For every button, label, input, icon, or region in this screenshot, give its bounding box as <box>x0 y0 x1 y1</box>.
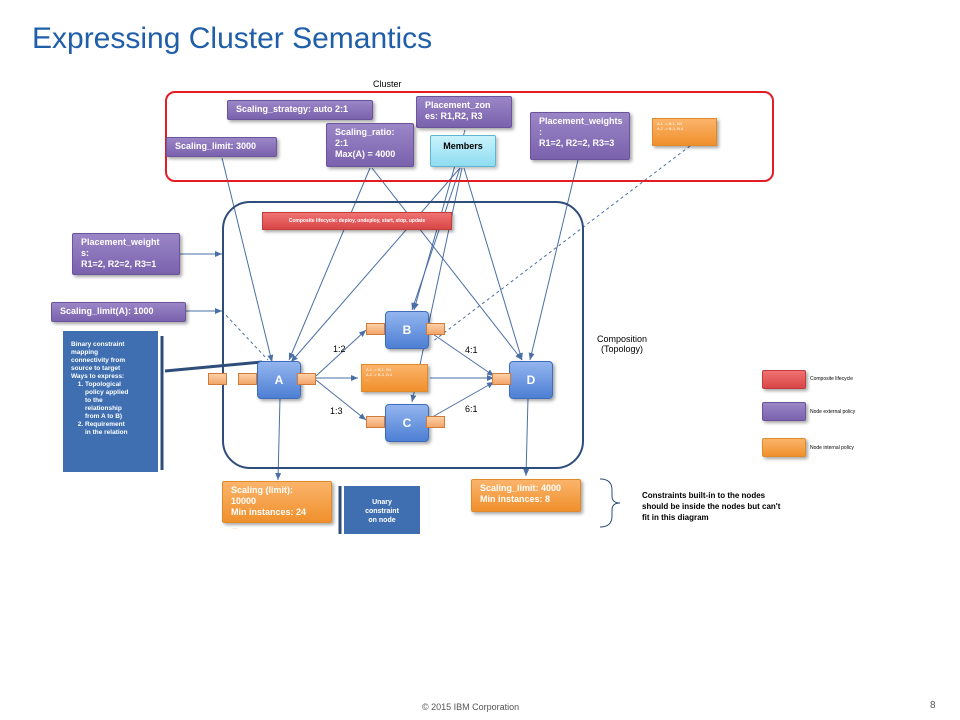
line-members-to-d <box>463 167 523 361</box>
node-c: C <box>385 404 429 442</box>
line-d-to-scaling <box>523 397 530 477</box>
footer-copyright: © 2015 IBM Corporation <box>422 702 520 712</box>
line-a-to-scaling <box>275 397 282 481</box>
unary-constraint-box: Unary constraint on node <box>344 486 420 534</box>
line-b-to-d <box>426 329 495 377</box>
composite-lifecycle-bar: Composite lifecycle: deploy, undeploy, s… <box>262 212 452 230</box>
node-a-port-left <box>208 373 227 385</box>
binary-constraint-item: Requirement in the relation <box>85 421 152 437</box>
line-binary-to-a <box>164 360 263 373</box>
scaling-limit-a-box: Scaling_limit(A): 1000 <box>51 302 186 322</box>
ratio-b-d: 4:1 <box>465 345 478 355</box>
scaling-limit-box: Scaling_limit: 3000 <box>166 137 277 157</box>
constraints-note: Constraints built-in to the nodes should… <box>642 491 781 522</box>
cluster-frame <box>165 91 774 182</box>
composition-label: Composition (Topology) <box>596 334 648 354</box>
scaling-limit-left-box: Scaling (limit): 10000 Min instances: 24 <box>222 481 332 523</box>
node-b: B <box>385 311 429 349</box>
cluster-label: Cluster <box>373 79 402 89</box>
node-b-port-right <box>426 323 445 335</box>
scaling-limit-left-tail: ... <box>232 524 238 531</box>
binary-constraint-box: Binary constraint mapping connectivity f… <box>63 331 158 472</box>
legend-swatch-composite-lifecycle <box>762 370 806 389</box>
note-brace <box>599 478 621 528</box>
node-c-port-left <box>366 416 385 428</box>
legend-swatch-node-external-policy <box>762 402 806 421</box>
members-box: Members <box>430 135 496 167</box>
node-c-port-right <box>426 416 445 428</box>
legend-label-node-internal-policy: Node internal policy <box>810 445 854 451</box>
page-title: Expressing Cluster Semantics <box>32 22 433 55</box>
cluster-placement-weights-box: Placement_weights : R1=2, R2=2, R3=3 <box>530 112 630 160</box>
binary-constraint-list: Topological policy applied to the relati… <box>71 381 152 437</box>
scaling-strategy-box: Scaling_strategy: auto 2:1 <box>227 100 373 120</box>
composition-frame <box>222 201 584 469</box>
ratio-a-c: 1:3 <box>330 406 343 416</box>
line-scaling-limit-to-a <box>221 157 274 363</box>
node-a: A <box>257 361 301 399</box>
line-a-to-b <box>315 329 367 377</box>
node-a-port-right <box>297 373 316 385</box>
legend-label-node-external-policy: Node external policy <box>810 409 856 415</box>
line-ratio-to-a <box>288 167 371 361</box>
node-b-port-left <box>366 323 385 335</box>
ratio-c-d: 6:1 <box>465 404 478 414</box>
legend-label-composite-lifecycle: Composite lifecycle <box>810 376 854 382</box>
page-number: 8 <box>930 700 936 711</box>
line-c-to-d <box>426 381 495 421</box>
line-a-to-c <box>315 379 367 421</box>
left-placement-weights-box: Placement_weight s: R1=2, R2=2, R3=1 <box>72 233 180 275</box>
center-mapping-box: A.1 -> B.1, B4 A.2 -> B.3, B.4 ... <box>361 364 428 392</box>
line-members-to-c <box>410 167 463 403</box>
line-members-to-a <box>290 167 461 363</box>
ratio-a-b: 1:2 <box>333 344 346 354</box>
line-mapping-to-b <box>431 145 691 343</box>
line-weights-to-d <box>528 159 579 361</box>
scaling-ratio-box: Scaling_ratio: 2:1 Max(A) = 4000 <box>326 123 414 167</box>
cluster-mapping-box: A.1 -> B.1, B4 A.2 -> B.3, B.4 ... <box>652 118 717 146</box>
binary-constraint-item: Topological policy applied to the relati… <box>85 381 152 421</box>
node-d: D <box>509 361 553 399</box>
node-d-port-left <box>492 373 511 385</box>
line-members-to-b <box>411 167 461 311</box>
line-ratio-to-d <box>371 167 523 361</box>
legend-swatch-node-internal-policy <box>762 438 806 457</box>
placement-zones-box: Placement_zon es: R1,R2, R3 <box>416 96 512 128</box>
node-a-port-inner-left <box>238 373 257 385</box>
scaling-limit-right-box: Scaling_limit: 4000 Min instances: 8 <box>471 479 581 512</box>
line-limit-a-to-a <box>221 310 269 361</box>
